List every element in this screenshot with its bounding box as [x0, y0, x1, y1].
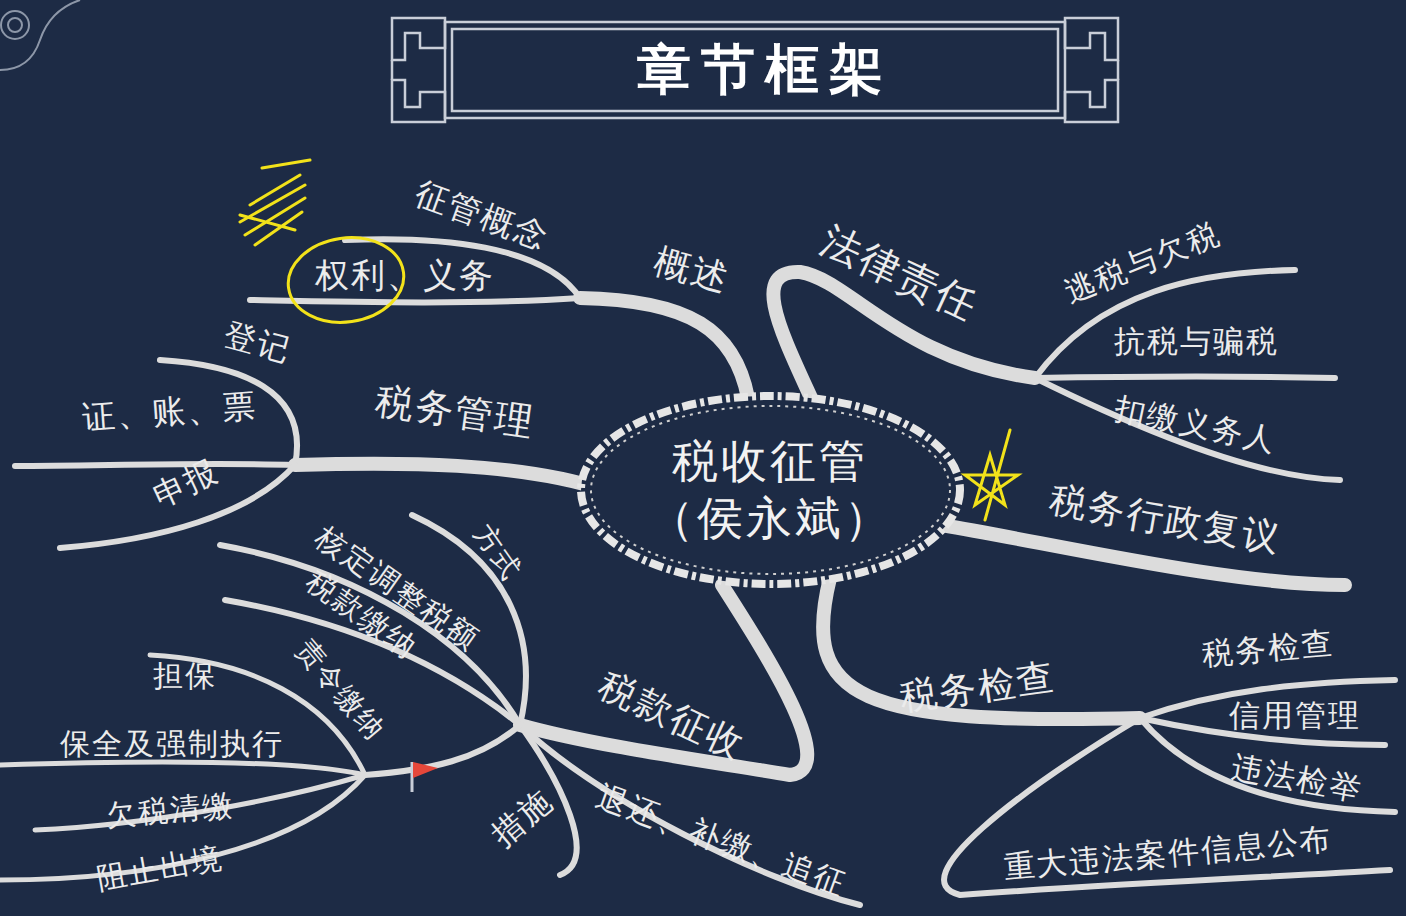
- branch-label: 税务检查: [1201, 625, 1335, 670]
- flag-icon: [412, 762, 438, 792]
- branch-label: 责令缴纳: [290, 634, 391, 746]
- chapter-title: 章节框架: [637, 34, 893, 107]
- branch-label: 税务管理: [373, 380, 537, 444]
- branch-label: 证、账、票: [81, 388, 258, 436]
- branch-label: 措施: [485, 783, 560, 854]
- branch-label: 方式: [467, 520, 527, 587]
- branch-label: 概述: [650, 241, 734, 299]
- title-frame: [392, 18, 1118, 122]
- branch-lines: [0, 239, 1395, 905]
- branch-label: 欠税清缴: [105, 788, 235, 832]
- center-ellipse: 税收征管 （侯永斌）: [575, 390, 966, 590]
- branch-label: 权利、义务: [315, 257, 495, 294]
- corner-ornament: [0, 0, 80, 70]
- branch-label: 违法检举: [1229, 750, 1365, 806]
- branch-label: 担保: [153, 659, 217, 692]
- ellipse-outline: [575, 390, 966, 590]
- branch-label: 法律责任: [815, 218, 986, 329]
- branch-label: 登记: [221, 317, 296, 369]
- branch-label: 信用管理: [1229, 698, 1361, 732]
- branch-label: 税务检查: [898, 657, 1058, 719]
- branch-label: 退还、补缴、追征: [592, 779, 852, 901]
- branch-label: 抗税与骗税: [1114, 324, 1279, 358]
- branch-label: 阻止出境: [94, 841, 226, 896]
- branch-label: 保全及强制执行: [60, 727, 284, 760]
- center-text: 税收征管 （侯永斌）: [640, 433, 900, 548]
